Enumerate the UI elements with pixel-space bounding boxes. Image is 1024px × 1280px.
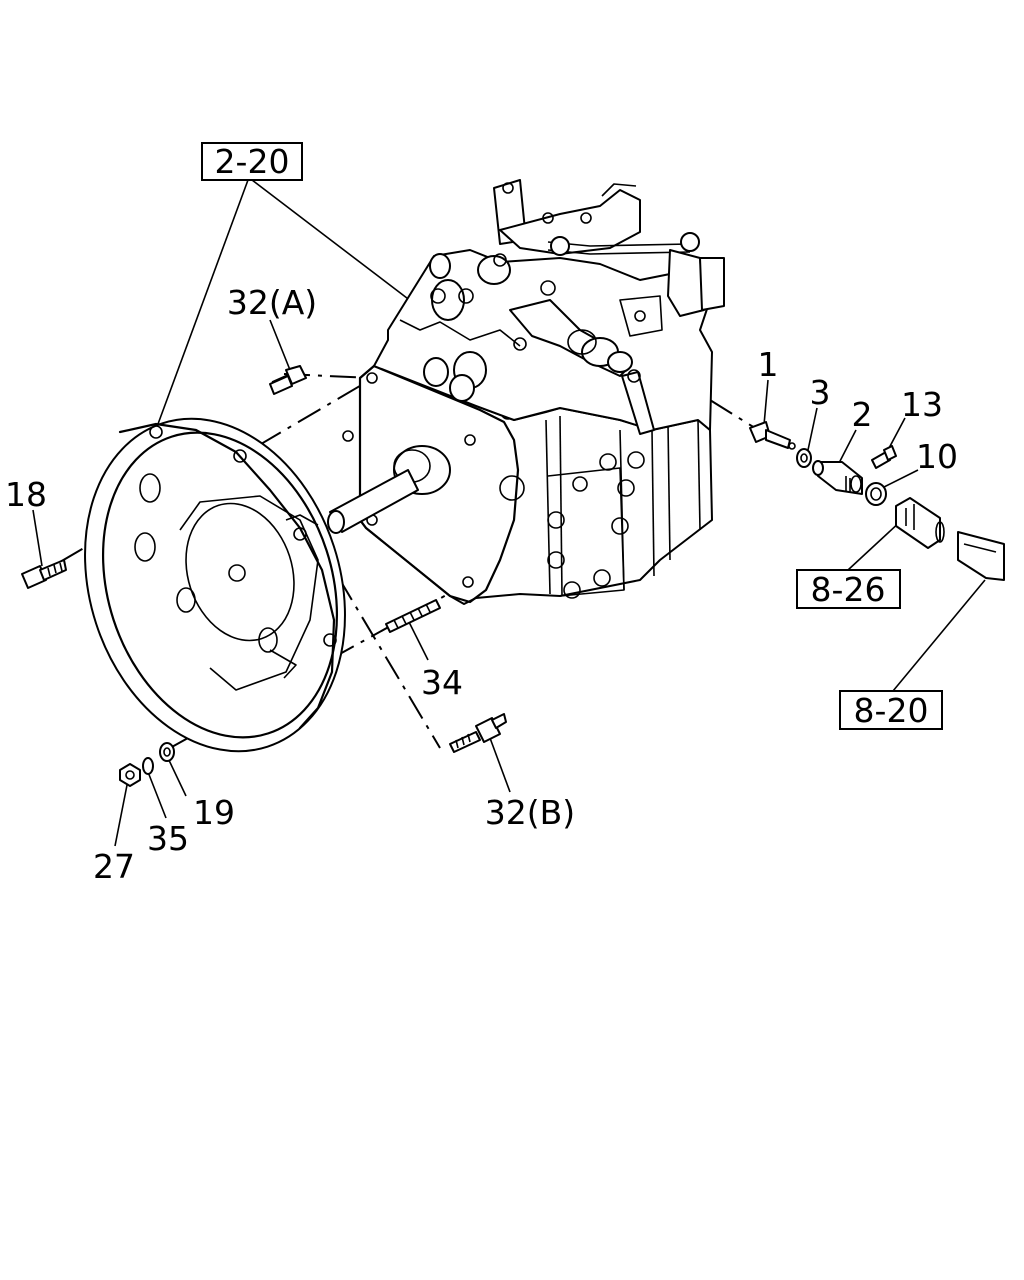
speed-sensor[interactable] <box>895 497 945 549</box>
ref-label-8-26: 8-26 <box>811 570 886 609</box>
driven-gear-1[interactable] <box>749 421 796 450</box>
sleeve-2[interactable] <box>812 460 863 495</box>
transmission-case[interactable] <box>327 364 713 605</box>
bushing-10[interactable] <box>865 482 887 506</box>
stud-34[interactable] <box>385 599 441 633</box>
callout-10: 10 <box>916 437 958 476</box>
plain-washer-19[interactable] <box>159 742 175 762</box>
ref-box-2-20[interactable]: 2-20 <box>201 142 303 181</box>
callout-labels: 1 3 2 13 10 18 32(A) 34 32(B) 19 35 27 <box>5 283 958 886</box>
ref-label-2-20: 2-20 <box>215 142 290 181</box>
shift-mechanism[interactable] <box>373 179 725 435</box>
ref-box-8-20[interactable]: 8-20 <box>839 690 943 730</box>
callout-1: 1 <box>758 345 779 384</box>
o-ring-3[interactable] <box>796 448 812 468</box>
callout-2: 2 <box>852 395 873 434</box>
bolt-18[interactable] <box>21 559 67 589</box>
spring-washer-35[interactable] <box>142 757 154 775</box>
bolt-13[interactable] <box>871 445 897 469</box>
harness-bracket[interactable] <box>957 531 1005 581</box>
callout-27: 27 <box>93 847 135 886</box>
leader-lines <box>32 179 986 847</box>
callout-3: 3 <box>810 373 831 412</box>
clutch-housing[interactable] <box>44 385 387 786</box>
stud-32b[interactable] <box>449 713 507 753</box>
callout-19: 19 <box>193 793 235 832</box>
bolt-32a[interactable] <box>269 365 307 395</box>
callout-32a: 32(A) <box>227 283 317 322</box>
ref-box-8-26[interactable]: 8-26 <box>796 569 901 609</box>
callout-13: 13 <box>901 385 943 424</box>
callout-18: 18 <box>5 475 47 514</box>
callout-35: 35 <box>147 819 189 858</box>
nut-27[interactable] <box>119 763 141 787</box>
ref-label-8-20: 8-20 <box>854 691 929 730</box>
callout-34: 34 <box>421 663 463 702</box>
callout-32b: 32(B) <box>485 793 575 832</box>
